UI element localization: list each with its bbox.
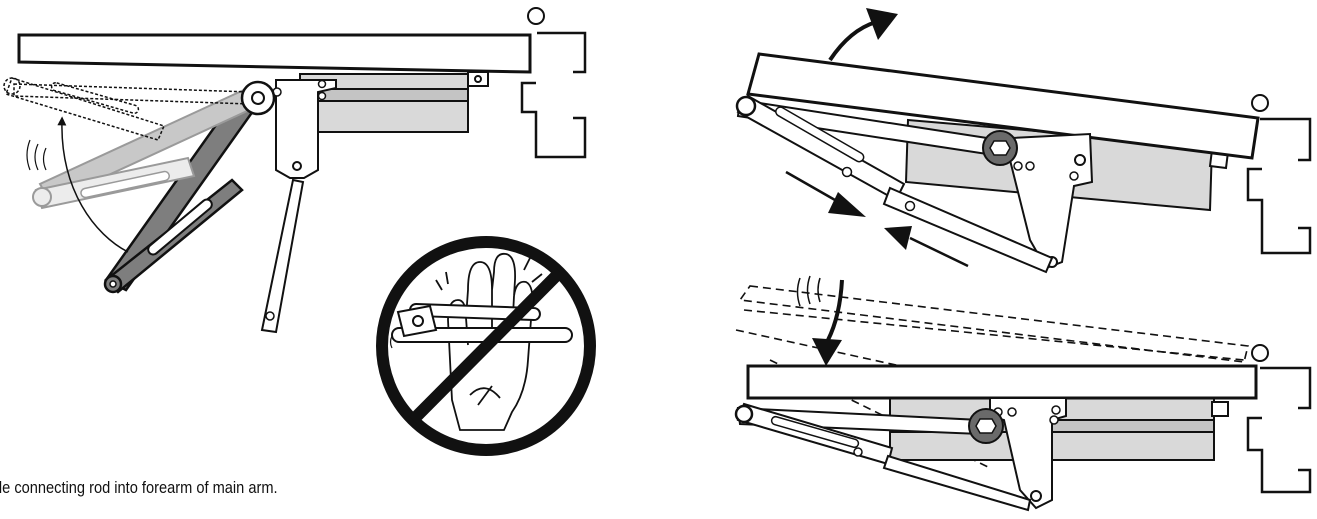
instruction-caption: de connecting rod into forearm of main a… xyxy=(0,478,278,497)
prohibition-symbol xyxy=(376,236,596,456)
arm-ghost-dashed xyxy=(3,77,251,141)
door-frame-bottom-right xyxy=(1246,344,1312,494)
connecting-rod-hanging xyxy=(260,178,305,334)
left-panel xyxy=(3,7,587,334)
door-frame-top-right xyxy=(1246,94,1312,255)
swing-arc-arrow xyxy=(57,116,129,253)
connecting-rod-bottom-right xyxy=(882,454,1032,512)
door-top-right xyxy=(746,52,1260,160)
prohibition-slash xyxy=(408,267,565,425)
door-left xyxy=(17,33,532,74)
arm-shoe-left xyxy=(275,79,337,179)
slide-direction-arrows xyxy=(785,170,969,268)
connecting-rod-warning xyxy=(391,302,573,343)
connecting-rod-top-right xyxy=(882,186,1054,274)
close-door-arrow xyxy=(826,279,844,341)
motion-lines-left xyxy=(26,139,47,171)
door-bottom-right xyxy=(746,364,1258,400)
door-frame-left xyxy=(520,7,587,159)
bottom-right-panel xyxy=(734,275,1312,512)
motion-lines-warning xyxy=(383,335,393,349)
top-right-panel xyxy=(735,8,1312,274)
motion-lines-bottom-right xyxy=(796,275,821,307)
open-door-arrow xyxy=(828,20,877,62)
